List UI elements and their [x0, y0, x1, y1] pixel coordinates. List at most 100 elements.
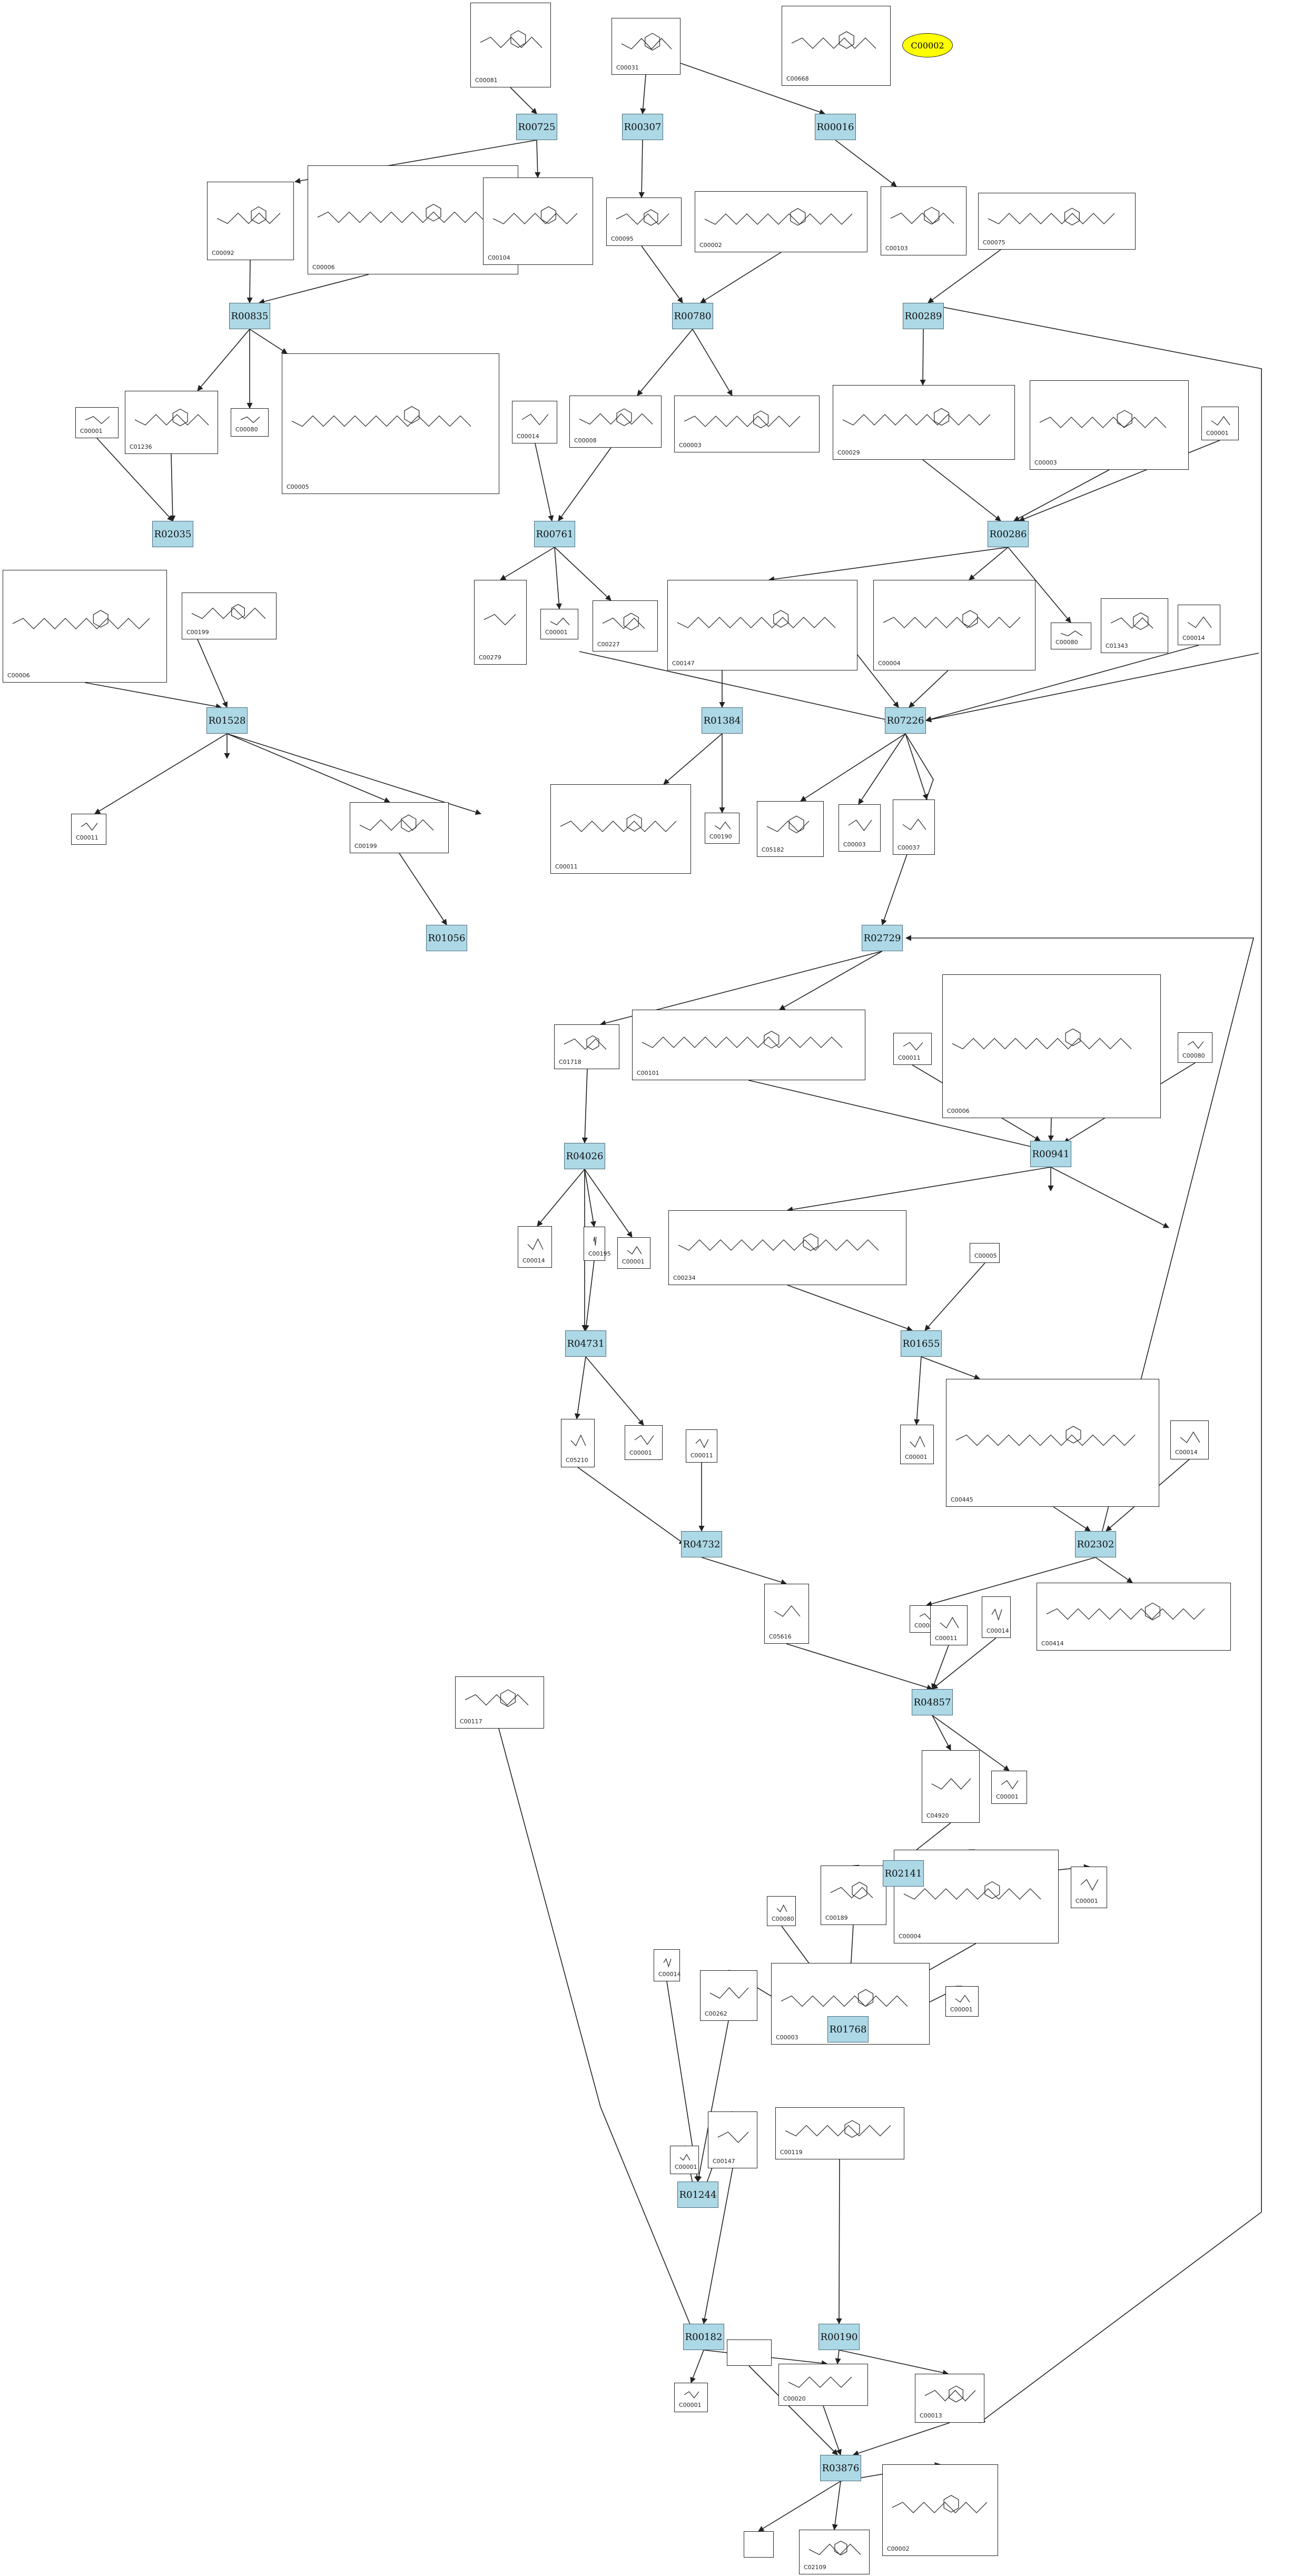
- compound-node[interactable]: C00080: [231, 408, 269, 437]
- compound-node[interactable]: C01718: [554, 1024, 619, 1069]
- compound-node[interactable]: C00002: [695, 191, 867, 252]
- compound-node[interactable]: C00014: [1170, 1420, 1209, 1459]
- reaction-node[interactable]: R02729: [862, 925, 903, 951]
- compound-node[interactable]: C00011: [686, 1429, 717, 1463]
- reaction-node[interactable]: R04857: [912, 1689, 953, 1715]
- reaction-node[interactable]: R01768: [827, 2016, 869, 2042]
- compound-node[interactable]: C05210: [561, 1419, 595, 1467]
- reaction-node[interactable]: R04026: [564, 1143, 605, 1169]
- compound-node[interactable]: C00001: [1201, 407, 1239, 440]
- reaction-node[interactable]: R01056: [426, 925, 467, 951]
- compound-node[interactable]: C00014: [982, 1596, 1011, 1638]
- compound-node[interactable]: C05616: [764, 1584, 809, 1644]
- compound-node[interactable]: C00075: [978, 193, 1136, 250]
- compound-node[interactable]: C00080: [1051, 623, 1091, 649]
- compound-node[interactable]: C00001: [617, 1237, 650, 1269]
- compound-node[interactable]: C00081: [470, 3, 551, 87]
- compound-node[interactable]: C00037: [893, 800, 935, 855]
- reaction-node[interactable]: R00190: [818, 2324, 860, 2350]
- compound-node[interactable]: C00668: [782, 6, 891, 86]
- compound-node[interactable]: C00014: [1178, 605, 1220, 645]
- compound-node[interactable]: C00095: [606, 198, 682, 246]
- compound-node[interactable]: C00189: [821, 1866, 886, 1925]
- compound-node[interactable]: C00005: [970, 1243, 1000, 1263]
- reaction-node[interactable]: R00780: [672, 303, 713, 329]
- compound-node[interactable]: C00011: [550, 784, 691, 874]
- reaction-node[interactable]: R04732: [681, 1531, 722, 1557]
- compound-node[interactable]: C00117: [455, 1676, 544, 1729]
- compound-node[interactable]: C01343: [1101, 598, 1168, 653]
- compound-node[interactable]: C00004: [873, 580, 1035, 670]
- compound-node[interactable]: C00279: [474, 580, 527, 665]
- reaction-node[interactable]: R00835: [229, 303, 270, 329]
- reaction-node[interactable]: R02302: [1075, 1531, 1116, 1557]
- compound-node[interactable]: C00445: [946, 1379, 1159, 1507]
- compound-node[interactable]: C01236: [125, 391, 218, 454]
- compound-node[interactable]: C00001: [75, 407, 119, 438]
- compound-node[interactable]: C00008: [569, 396, 662, 448]
- compound-node[interactable]: C00001: [670, 2146, 699, 2174]
- reaction-node[interactable]: R04731: [565, 1330, 606, 1357]
- compound-node[interactable]: C00101: [632, 1010, 865, 1080]
- compound-node[interactable]: C00119: [775, 2107, 904, 2159]
- compound-node[interactable]: C00080: [1178, 1032, 1212, 1063]
- compound-node[interactable]: C00020: [778, 2364, 868, 2406]
- reaction-node[interactable]: R00307: [622, 114, 663, 140]
- compound-node[interactable]: C00014: [654, 1949, 681, 1981]
- reaction-node[interactable]: R01655: [901, 1330, 942, 1357]
- compound-node[interactable]: C00104: [483, 177, 593, 265]
- compound-node[interactable]: C00014: [518, 1226, 552, 1268]
- compound-node[interactable]: C04920: [922, 1750, 980, 1823]
- compound-node[interactable]: C00029: [833, 385, 1015, 460]
- compound-node[interactable]: C00006: [942, 974, 1161, 1118]
- compound-node[interactable]: C00414: [1037, 1583, 1231, 1651]
- compound-node[interactable]: C00227: [593, 600, 658, 652]
- compound-node[interactable]: C00003: [674, 396, 820, 452]
- compound-node[interactable]: C00103: [881, 186, 966, 255]
- compound-node[interactable]: C00195: [584, 1227, 611, 1261]
- compound-node[interactable]: C00190: [705, 813, 739, 844]
- reaction-node[interactable]: R00761: [534, 521, 575, 547]
- reaction-node[interactable]: R02141: [883, 1860, 924, 1887]
- compound-node[interactable]: C00014: [512, 401, 557, 443]
- compound-node[interactable]: C00001: [540, 609, 578, 639]
- reaction-node[interactable]: R01384: [702, 707, 743, 734]
- compound-node[interactable]: C00006: [3, 570, 167, 683]
- compound-node[interactable]: C00262: [700, 1970, 757, 2021]
- compound-node[interactable]: C00011: [71, 814, 106, 845]
- compound-node[interactable]: C05182: [757, 801, 824, 857]
- reaction-node[interactable]: R01528: [206, 707, 248, 734]
- reaction-node[interactable]: R01244: [677, 2182, 718, 2208]
- reaction-node[interactable]: R00182: [683, 2324, 724, 2350]
- compound-node[interactable]: C00001: [1071, 1867, 1107, 1908]
- compound-node[interactable]: C00001: [674, 2383, 708, 2412]
- compound-node[interactable]: C00003: [1030, 380, 1189, 470]
- reaction-node[interactable]: R00941: [1030, 1141, 1071, 1167]
- compound-node[interactable]: C00199: [350, 802, 449, 853]
- reaction-node[interactable]: R03876: [820, 2455, 861, 2481]
- compound-node[interactable]: C00002: [882, 2464, 998, 2556]
- compound-node[interactable]: C00001: [945, 1986, 979, 2017]
- compound-node[interactable]: C00001: [991, 1771, 1027, 1804]
- compound-node[interactable]: C00031: [611, 18, 680, 75]
- compound-node[interactable]: C00234: [668, 1210, 906, 1285]
- compound-node[interactable]: C00199: [182, 593, 277, 639]
- reaction-node[interactable]: R00286: [988, 521, 1029, 547]
- compound-node[interactable]: C00001: [625, 1425, 663, 1460]
- reaction-node[interactable]: R07226: [885, 707, 926, 734]
- compound-node[interactable]: C00011: [930, 1605, 968, 1645]
- compound-node[interactable]: C00147: [667, 580, 857, 670]
- reaction-node[interactable]: R00725: [516, 114, 557, 140]
- compound-node[interactable]: C02109: [799, 2530, 870, 2574]
- compound-node[interactable]: C00003: [839, 804, 881, 852]
- reaction-node[interactable]: R00289: [903, 303, 944, 329]
- compound-node[interactable]: C00092: [207, 182, 294, 260]
- compound-node[interactable]: C00080: [767, 1896, 796, 1926]
- compound-node[interactable]: C00001: [900, 1425, 934, 1464]
- compound-node[interactable]: C00013: [915, 2374, 984, 2423]
- reaction-node[interactable]: R02035: [152, 521, 193, 547]
- compound-node[interactable]: C00011: [893, 1033, 932, 1065]
- reaction-node[interactable]: R00016: [815, 114, 856, 140]
- compound-node[interactable]: C00005: [282, 353, 499, 494]
- compound-node[interactable]: C00147: [708, 2111, 757, 2168]
